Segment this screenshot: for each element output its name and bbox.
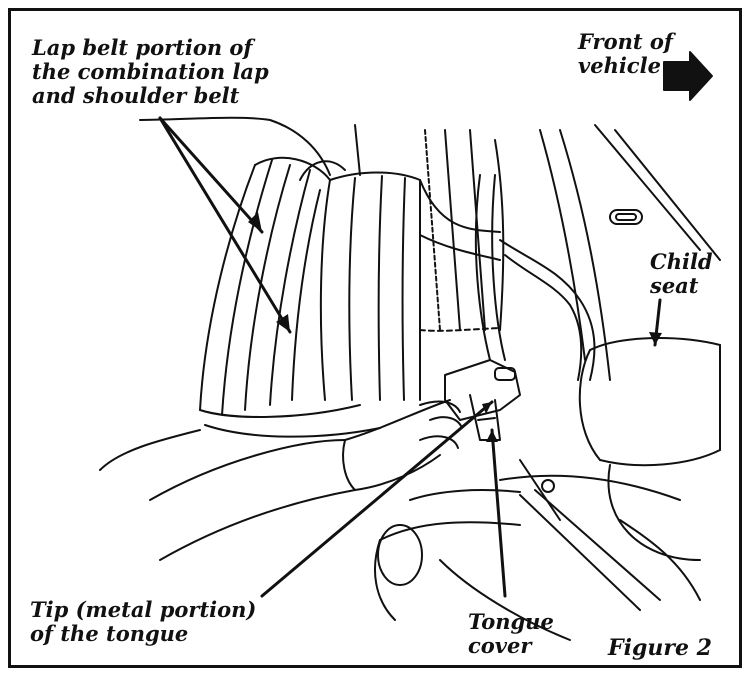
arrowhead-lap-2	[276, 314, 290, 332]
lap-belt-label: Lap belt portion of the combination lap …	[32, 35, 269, 108]
buckle-tongue	[444, 359, 521, 441]
pointer-lap-belt-1	[158, 116, 264, 234]
arrowheads	[248, 212, 662, 442]
lower-seat	[374, 459, 701, 641]
tip-of-tongue-label: Tip (metal portion) of the tongue	[30, 597, 257, 646]
door-frame	[354, 124, 721, 381]
arrowhead-tongue-cover	[486, 430, 498, 442]
seat-back	[299, 160, 501, 401]
shoulder-belt	[474, 174, 596, 381]
hand-arm	[99, 399, 463, 561]
pointer-lap-belt-2	[158, 116, 292, 334]
diagram-frame	[8, 8, 742, 668]
pointer-tip	[260, 400, 494, 598]
lap-belt	[139, 116, 381, 438]
arrow-right-icon	[663, 51, 713, 101]
pointer-lines	[158, 116, 662, 598]
pointer-tongue-cover	[490, 428, 507, 598]
tongue-cover-label: Tongue cover	[468, 609, 554, 658]
child-seat-label: Child seat	[650, 249, 713, 298]
figure-caption: Figure 2	[608, 635, 712, 661]
arrowhead-child-seat	[649, 332, 662, 345]
arrowhead-tip	[482, 402, 492, 414]
child-seat	[578, 337, 721, 561]
arrowhead-lap-1	[248, 212, 262, 232]
front-of-vehicle-label: Front of vehicle	[578, 29, 673, 78]
